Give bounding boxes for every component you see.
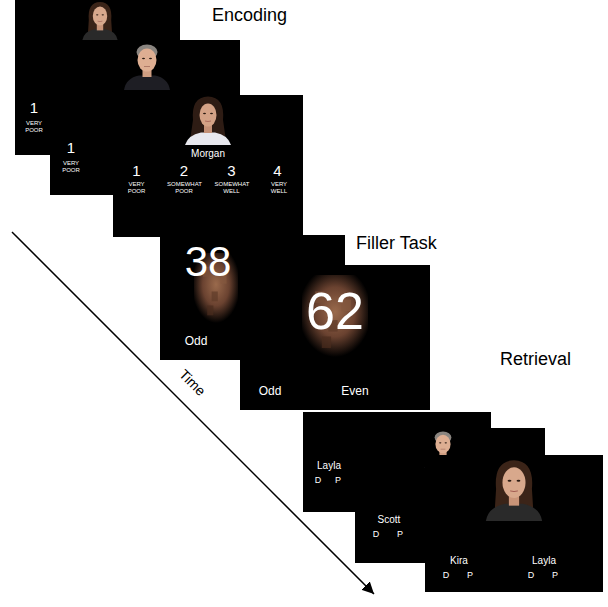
stimulus-screen: 62Odd Even [240,265,430,410]
screen-text: VERY WELL [262,181,296,194]
stimulus-number: 1 [113,163,160,180]
screen-text: VERY POOR [56,160,86,173]
phase-label: Filler Task [356,234,437,254]
stimulus-screen: KiraDPLaylaDP [425,455,603,592]
screen-text: VERY POOR [120,181,154,194]
screen-text: D [311,476,325,486]
face-photo [185,97,231,146]
screen-text: Layla [518,555,570,566]
face-photo [124,45,170,91]
stimulus-number: 2 [161,163,208,180]
screen-text: SOMEWHAT WELL [215,181,249,194]
screen-text: SOMEWHAT POOR [167,181,201,194]
face-photo [482,457,546,537]
screen-text: P [393,530,407,540]
screen-text: D [524,571,538,581]
phase-label: Encoding [212,6,287,26]
screen-text: Kira [433,555,485,566]
screen-text: D [439,571,453,581]
screen-text: Morgan [113,148,303,159]
screen-text: P [463,571,477,581]
screen-text: P [548,571,562,581]
stimulus-number: 1 [56,140,86,157]
screen-text: P [331,476,345,486]
screen-text: Odd [250,385,290,398]
phase-label: Retrieval [500,350,571,370]
screen-text: Odd [176,335,216,348]
screen-text: Even [330,385,380,398]
stimulus-number: 38 [178,239,238,285]
stimulus-number: 1 [21,100,47,117]
face-photo [486,460,542,521]
screen-text: Layla [305,460,353,471]
screen-text: Scott [363,514,415,525]
face-photo [77,0,123,40]
axis-label: Time [176,367,209,400]
stimulus-number: 4 [254,163,301,180]
stimulus-number: 3 [208,163,255,180]
stimulus-screen: Morgan 1VERY POOR 2SOMEWHAT POOR 3SOMEWHAT … [113,95,303,237]
face-photo [82,2,117,40]
stimulus-number: 62 [280,283,390,340]
face-photo [183,95,233,147]
screen-text: VERY POOR [21,120,47,133]
face-photo [122,40,172,92]
screen-text: D [369,530,383,540]
